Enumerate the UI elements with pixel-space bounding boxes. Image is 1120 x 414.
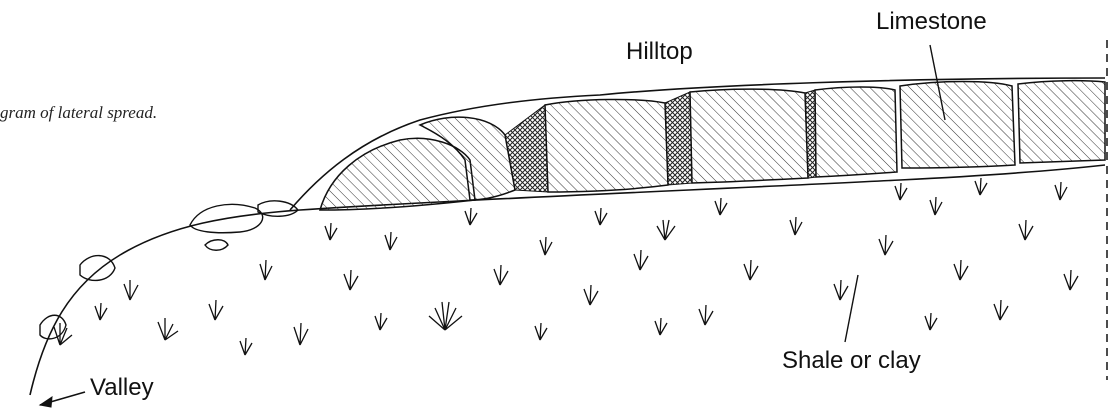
valley-label: Valley: [90, 376, 154, 400]
shale-label: Shale or clay: [782, 349, 921, 373]
limestone-block: [1018, 81, 1105, 163]
shale-leader-line: [845, 275, 858, 342]
limestone-blocks: [320, 81, 1105, 210]
grass-tufts: [54, 178, 1078, 355]
hilltop-label: Hilltop: [626, 40, 693, 64]
limestone-block: [900, 82, 1015, 169]
limestone-block: [690, 89, 808, 183]
limestone-block: [320, 138, 475, 210]
boulders: [40, 201, 298, 339]
limestone-block: [545, 99, 668, 192]
figure-caption: gram of lateral spread.: [0, 104, 157, 121]
ground-slope-outline: [30, 165, 1105, 395]
limestone-block: [815, 87, 897, 177]
limestone-label: Limestone: [876, 10, 987, 34]
valley-arrowhead: [40, 397, 52, 407]
